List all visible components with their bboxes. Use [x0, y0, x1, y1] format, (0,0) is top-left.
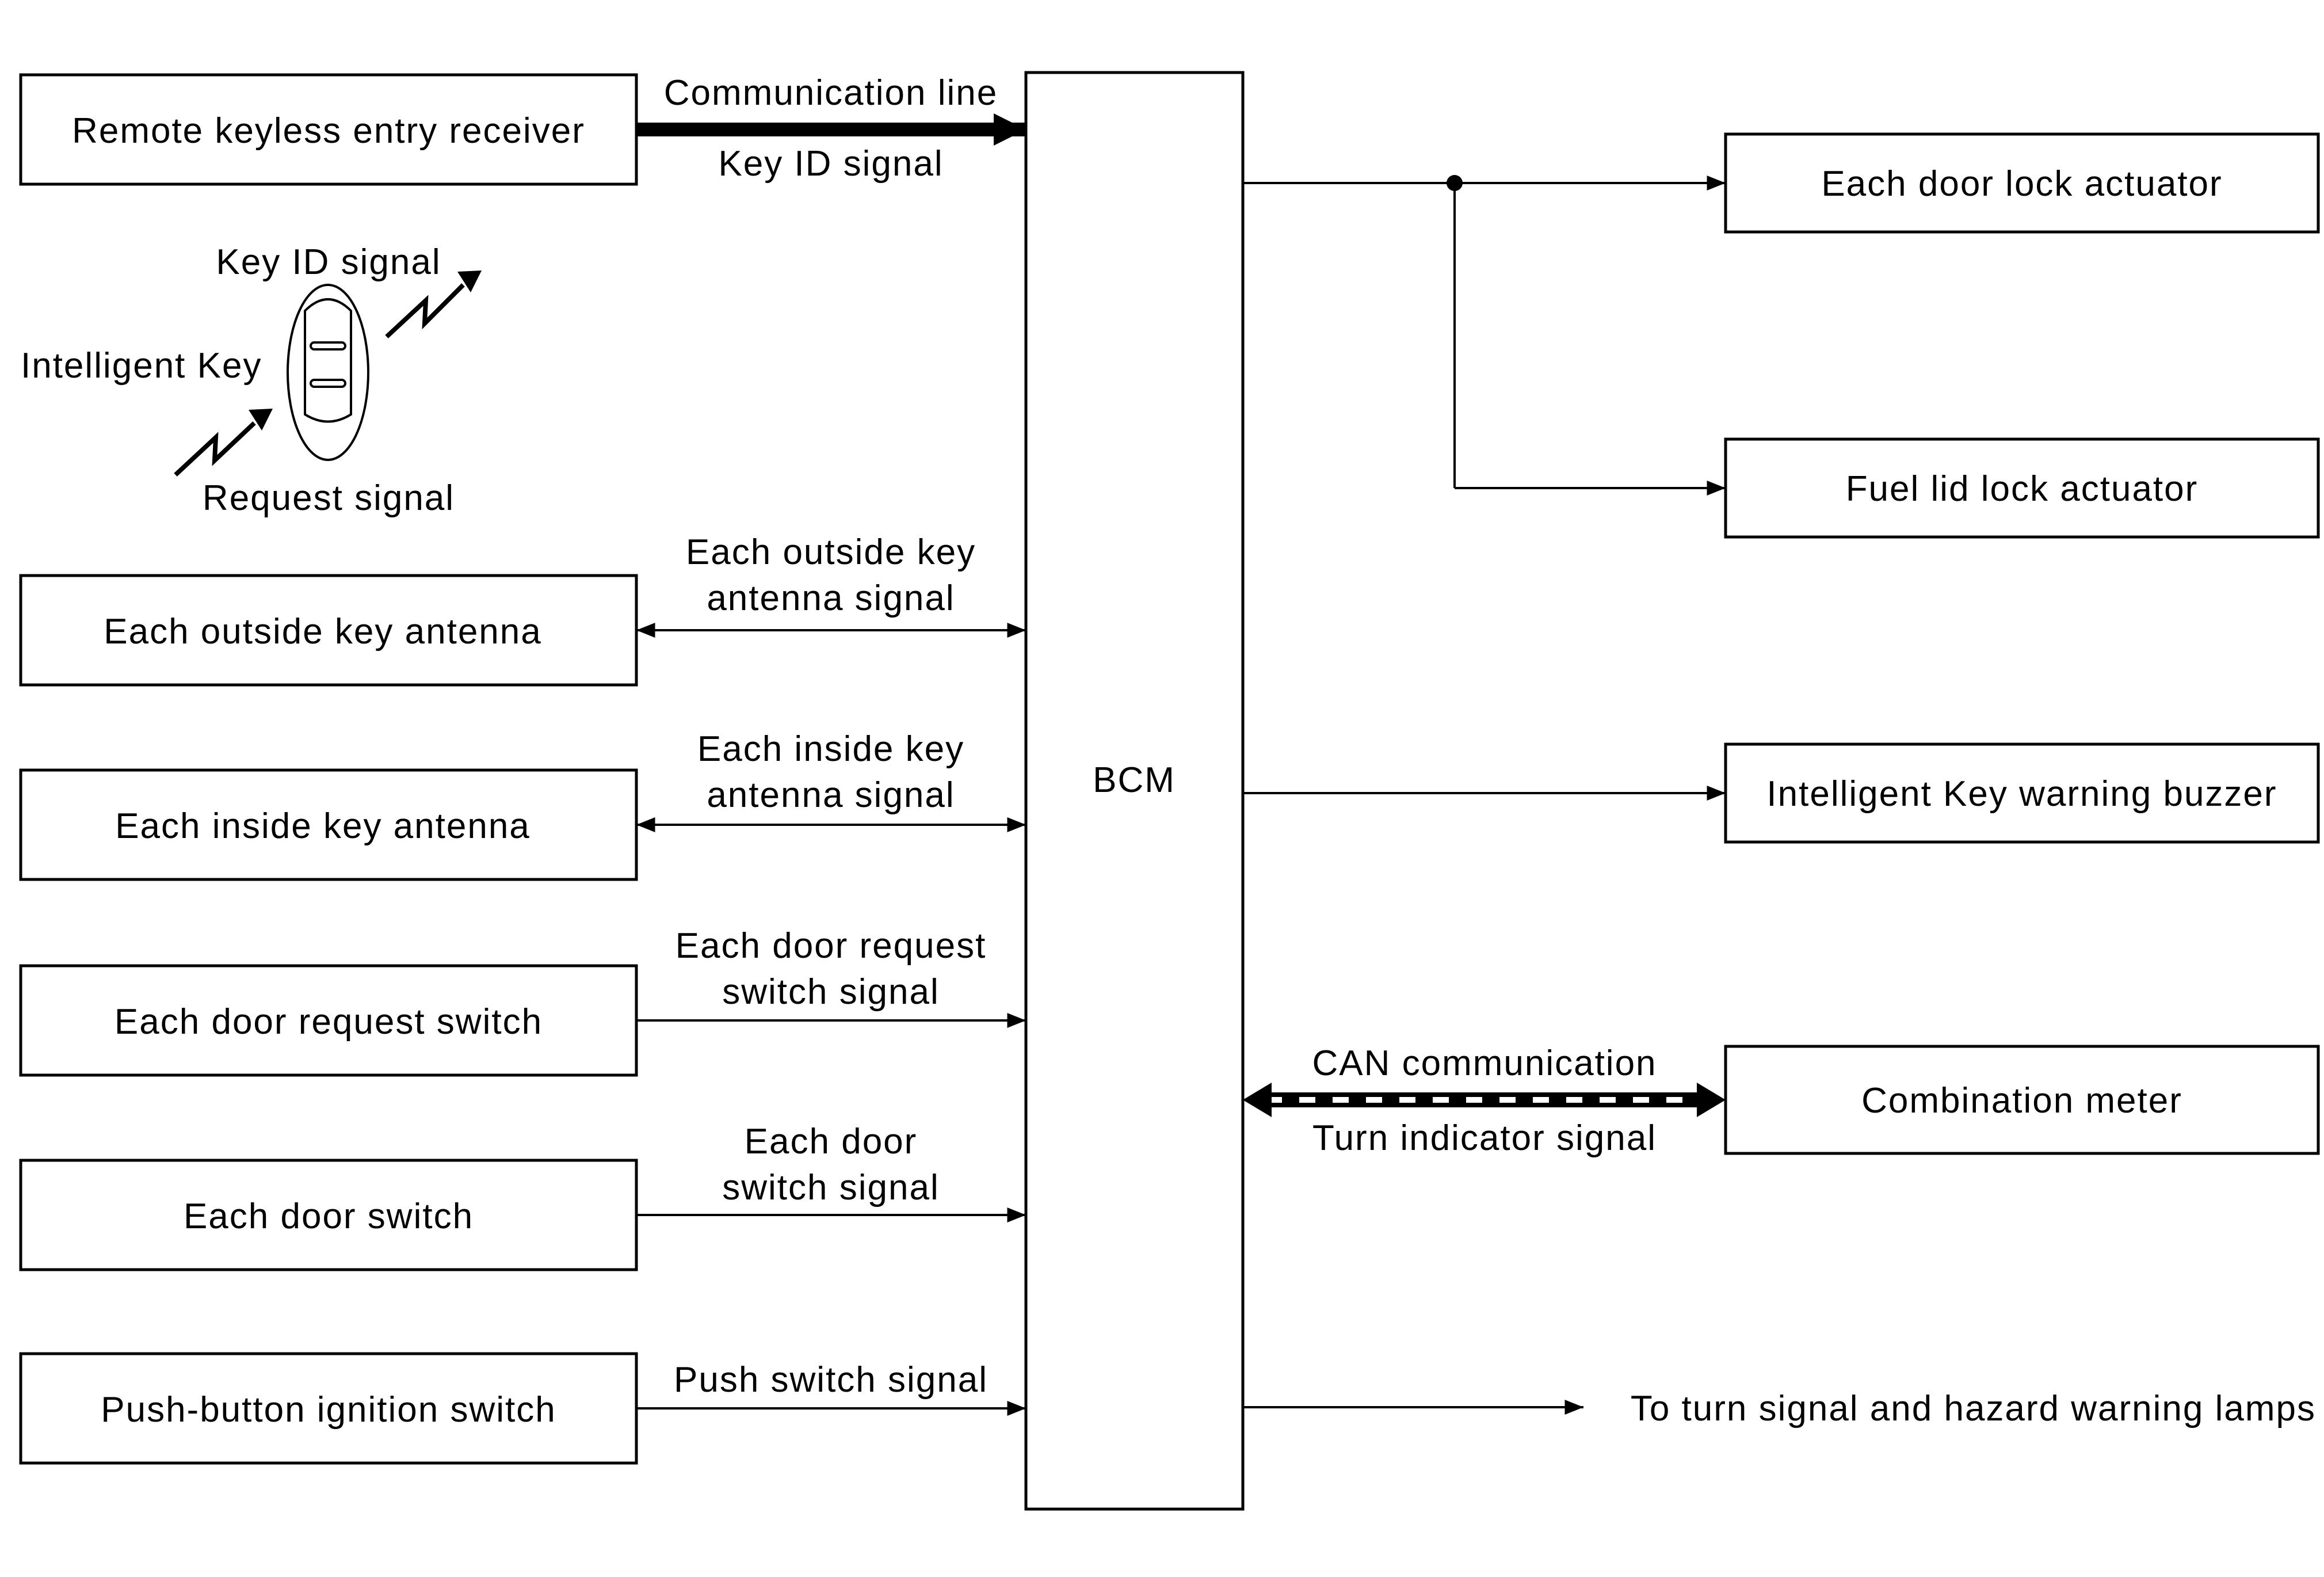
door-lock-actuator-label: Each door lock actuator [1821, 164, 2222, 204]
remote-keyless-entry-receiver: Remote keyless entry receiver [19, 73, 638, 186]
door-request-switch: Each door request switch [19, 964, 638, 1077]
can-communication-line [1243, 1083, 1726, 1117]
bcm-label: BCM [1093, 760, 1176, 800]
bcm-box [1024, 71, 1245, 1511]
lock-actuator-bus-line [1243, 182, 1456, 488]
fuel-lid-lock-actuator-label: Fuel lid lock actuator [1846, 469, 2199, 509]
door-lock-actuator: Each door lock actuator [1724, 132, 2320, 234]
inside-key-antenna-label: Each inside key antenna [115, 806, 531, 846]
fuel-lid-lock-actuator: Fuel lid lock actuator [1724, 437, 2320, 539]
push-switch-signal-label: Push switch signal [674, 1360, 988, 1400]
key-id-radio-wave-icon [385, 271, 482, 338]
door-request-switch-signal-label-2: switch signal [722, 972, 939, 1012]
request-radio-wave-icon [174, 409, 273, 477]
door-switch-label: Each door switch [184, 1197, 474, 1236]
remote-keyless-entry-receiver-label: Remote keyless entry receiver [72, 111, 585, 151]
door-switch-signal-label-2: switch signal [722, 1168, 939, 1207]
inside-antenna-signal-label-1: Each inside key [697, 729, 964, 769]
key-fob-icon [287, 284, 369, 461]
key-id-signal-label: Key ID signal [718, 144, 943, 184]
door-request-switch-signal-label-1: Each door request [676, 926, 987, 966]
outside-antenna-signal-label-1: Each outside key [686, 532, 976, 572]
turn-indicator-signal-label: Turn indicator signal [1312, 1118, 1657, 1158]
intelligent-key-label: Intelligent Key [21, 346, 262, 386]
push-button-ignition-switch-label: Push-button ignition switch [101, 1390, 556, 1430]
intelligent-key-group: Key ID signal Intelligent Key Request si… [21, 242, 482, 518]
warning-buzzer: Intelligent Key warning buzzer [1724, 742, 2320, 844]
push-button-ignition-switch: Push-button ignition switch [19, 1352, 638, 1465]
can-communication-label: CAN communication [1312, 1043, 1657, 1083]
combination-meter-label: Combination meter [1861, 1081, 2182, 1121]
door-request-switch-label: Each door request switch [115, 1002, 543, 1042]
door-switch-signal-label-1: Each door [745, 1122, 918, 1161]
outside-key-antenna-label: Each outside key antenna [104, 612, 542, 652]
turn-signal-lamps-label: To turn signal and hazard warning lamps [1631, 1389, 2316, 1429]
inside-key-antenna: Each inside key antenna [19, 768, 638, 881]
door-switch: Each door switch [19, 1159, 638, 1271]
request-signal-label: Request signal [203, 478, 455, 518]
inside-antenna-signal-label-2: antenna signal [707, 775, 955, 815]
intelligent-key-key-id-label: Key ID signal [216, 242, 441, 282]
communication-line-label: Communication line [664, 73, 998, 113]
combination-meter: Combination meter [1724, 1045, 2320, 1155]
outside-key-antenna: Each outside key antenna [19, 574, 638, 687]
outside-antenna-signal-label-2: antenna signal [707, 578, 955, 618]
warning-buzzer-label: Intelligent Key warning buzzer [1766, 774, 2277, 814]
